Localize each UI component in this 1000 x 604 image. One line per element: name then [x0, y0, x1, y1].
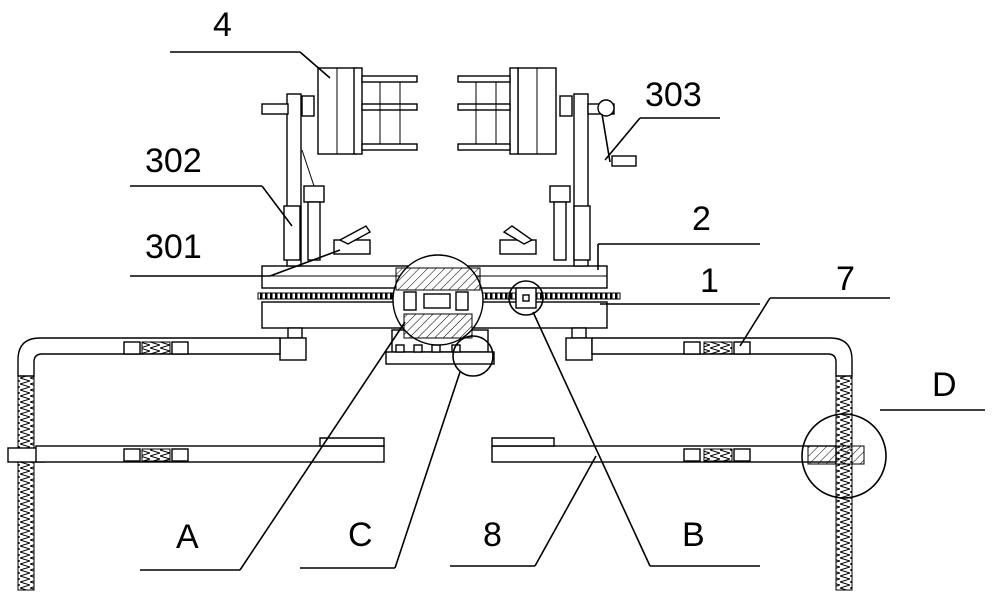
left-screw-column [17, 375, 35, 591]
leader-lines [130, 51, 985, 571]
label-302: 302 [145, 142, 202, 180]
label-2: 2 [692, 200, 711, 238]
hand-wheel [597, 99, 615, 117]
left-arm-block [279, 337, 307, 361]
label-1: 1 [700, 262, 719, 300]
carriage-base [385, 351, 495, 365]
roller-left [403, 291, 417, 311]
left-clamp-assembly [261, 67, 418, 267]
right-cylinder [573, 205, 591, 261]
label-D: D [932, 366, 957, 404]
label-7: 7 [836, 260, 855, 298]
left-lower-arm [35, 445, 385, 463]
label-303: 303 [645, 76, 702, 114]
roller-right [455, 291, 469, 311]
label-C: C [348, 516, 373, 554]
detail-circle-a [392, 254, 484, 346]
right-lower-arm [491, 445, 837, 463]
label-8: 8 [483, 516, 502, 554]
label-B: B [682, 516, 705, 554]
right-screw-column [835, 375, 853, 591]
crank-handle [611, 155, 637, 167]
left-arm-assembly [7, 337, 385, 591]
left-cylinder [283, 205, 301, 261]
right-arm-assembly [491, 337, 887, 591]
label-4: 4 [213, 6, 232, 44]
right-toggle-clamp [499, 239, 537, 255]
detail-circle-b [508, 280, 544, 316]
right-clamp-assembly [457, 67, 637, 267]
label-301: 301 [145, 228, 202, 266]
label-A: A [176, 518, 199, 556]
detail-circle-c [452, 335, 494, 377]
detail-circle-d [801, 413, 887, 499]
right-arm-block [565, 337, 593, 361]
